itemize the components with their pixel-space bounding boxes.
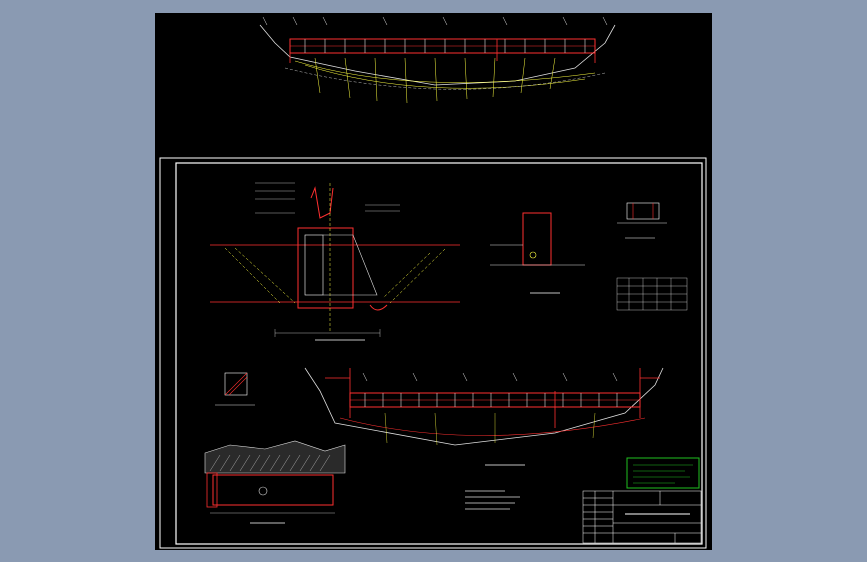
lower-elevation-drawing	[304, 367, 664, 466]
approval-stamp	[626, 457, 700, 489]
cross-section-drawing	[210, 182, 460, 341]
drawing-svg	[159, 16, 707, 549]
detail-section-drawing	[490, 212, 585, 294]
upper-elevation-drawing	[259, 16, 616, 104]
notes-block	[465, 490, 520, 510]
drawing-canvas[interactable]	[155, 13, 712, 550]
quantity-table	[616, 277, 688, 311]
title-block	[582, 490, 702, 544]
foundation-detail-drawing	[204, 440, 346, 524]
joint-detail-drawing	[215, 372, 255, 406]
railing-detail-drawing	[617, 202, 667, 239]
sheet-frame	[159, 157, 707, 549]
